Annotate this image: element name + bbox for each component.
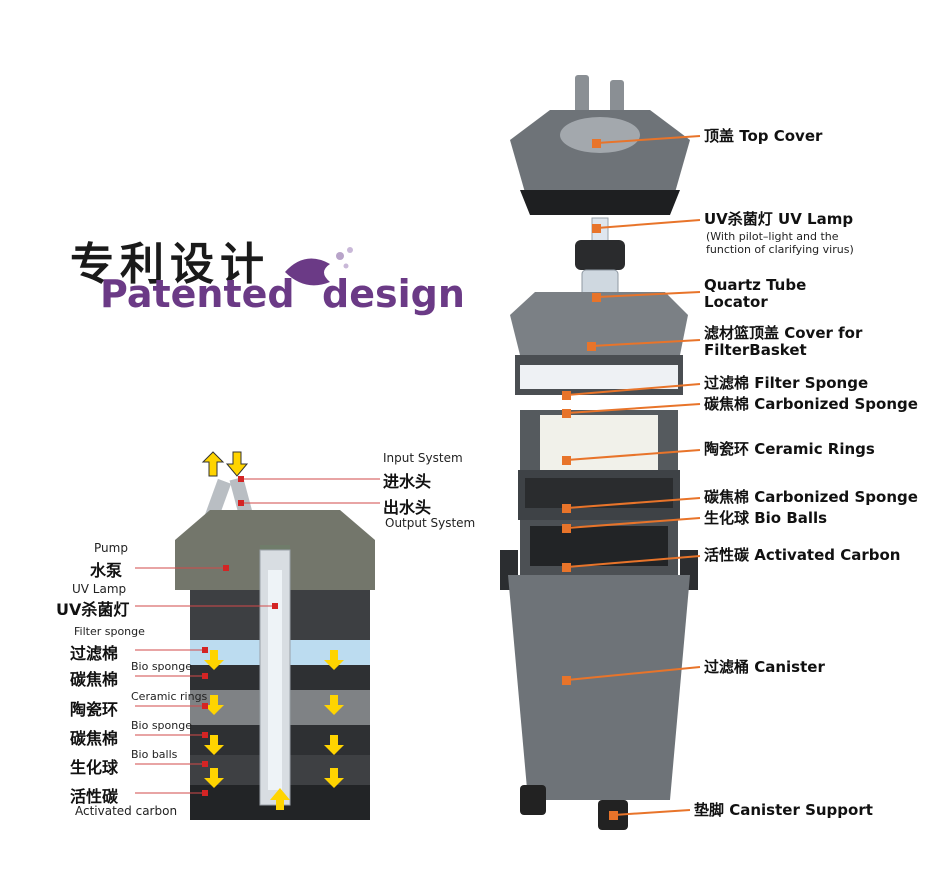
label-layer-4-en: Bio sponge xyxy=(131,719,192,732)
logo-fish-icon xyxy=(285,247,353,286)
label-layer-3-en: Ceramic rings xyxy=(131,690,208,703)
label-pump-en: Pump xyxy=(94,541,128,555)
label-layer-1-en: Filter sponge xyxy=(74,625,145,638)
label-layer-2-en: Bio sponge xyxy=(131,660,192,673)
logo-english-2: design xyxy=(322,272,465,316)
label-bio-balls: 生化球 Bio Balls xyxy=(704,509,828,527)
logo-chinese: 专利设计 xyxy=(70,239,270,290)
label-basket-cover: 滤材篮顶盖 Cover for FilterBasket xyxy=(704,324,863,359)
label-layer-1-zh: 过滤棉 xyxy=(70,644,119,663)
label-filter-sponge: 过滤棉 Filter Sponge xyxy=(704,374,869,392)
label-input-en: Input System xyxy=(383,451,463,465)
cross-section-device xyxy=(175,476,375,820)
label-uv-lamp: UV杀菌灯 UV Lamp xyxy=(704,210,854,228)
label-layer-6-zh: 活性碳 xyxy=(70,787,119,806)
logo-english-1: Patented xyxy=(100,272,295,316)
label-layer-3-zh: 陶瓷环 xyxy=(70,700,119,719)
exploded-device xyxy=(500,75,698,830)
label-activated-carbon: 活性碳 Activated Carbon xyxy=(704,546,901,564)
label-uv-en: UV Lamp xyxy=(72,582,127,596)
label-layer-4-zh: 碳焦棉 xyxy=(70,729,119,748)
label-top-cover: 顶盖 Top Cover xyxy=(704,127,823,145)
label-carbonized-sponge-2: 碳焦棉 Carbonized Sponge xyxy=(704,488,918,506)
label-carbonized-sponge-1: 碳焦棉 Carbonized Sponge xyxy=(704,395,918,413)
flow-arrows-icon xyxy=(201,451,249,477)
label-layer-6-en: Activated carbon xyxy=(75,804,178,818)
label-output-en: Output System xyxy=(385,516,476,530)
label-quartz-tube: Quartz Tube Locator xyxy=(704,276,807,311)
label-layer-5-en: Bio balls xyxy=(131,748,178,761)
label-pump-zh: 水泵 xyxy=(90,561,123,580)
label-ceramic-rings: 陶瓷环 Ceramic Rings xyxy=(704,440,875,458)
label-uv-zh: UV杀菌灯 xyxy=(56,600,130,619)
label-layer-2-zh: 碳焦棉 xyxy=(70,670,119,689)
label-canister-support: 垫脚 Canister Support xyxy=(694,801,873,819)
label-layer-5-zh: 生化球 xyxy=(70,758,119,777)
label-input-zh: 进水头 xyxy=(383,472,432,491)
label-canister: 过滤桶 Canister xyxy=(704,658,825,676)
label-uv-lamp-sub: (With pilot–light and the function of cl… xyxy=(706,230,854,256)
label-output-zh: 出水头 xyxy=(383,498,432,517)
